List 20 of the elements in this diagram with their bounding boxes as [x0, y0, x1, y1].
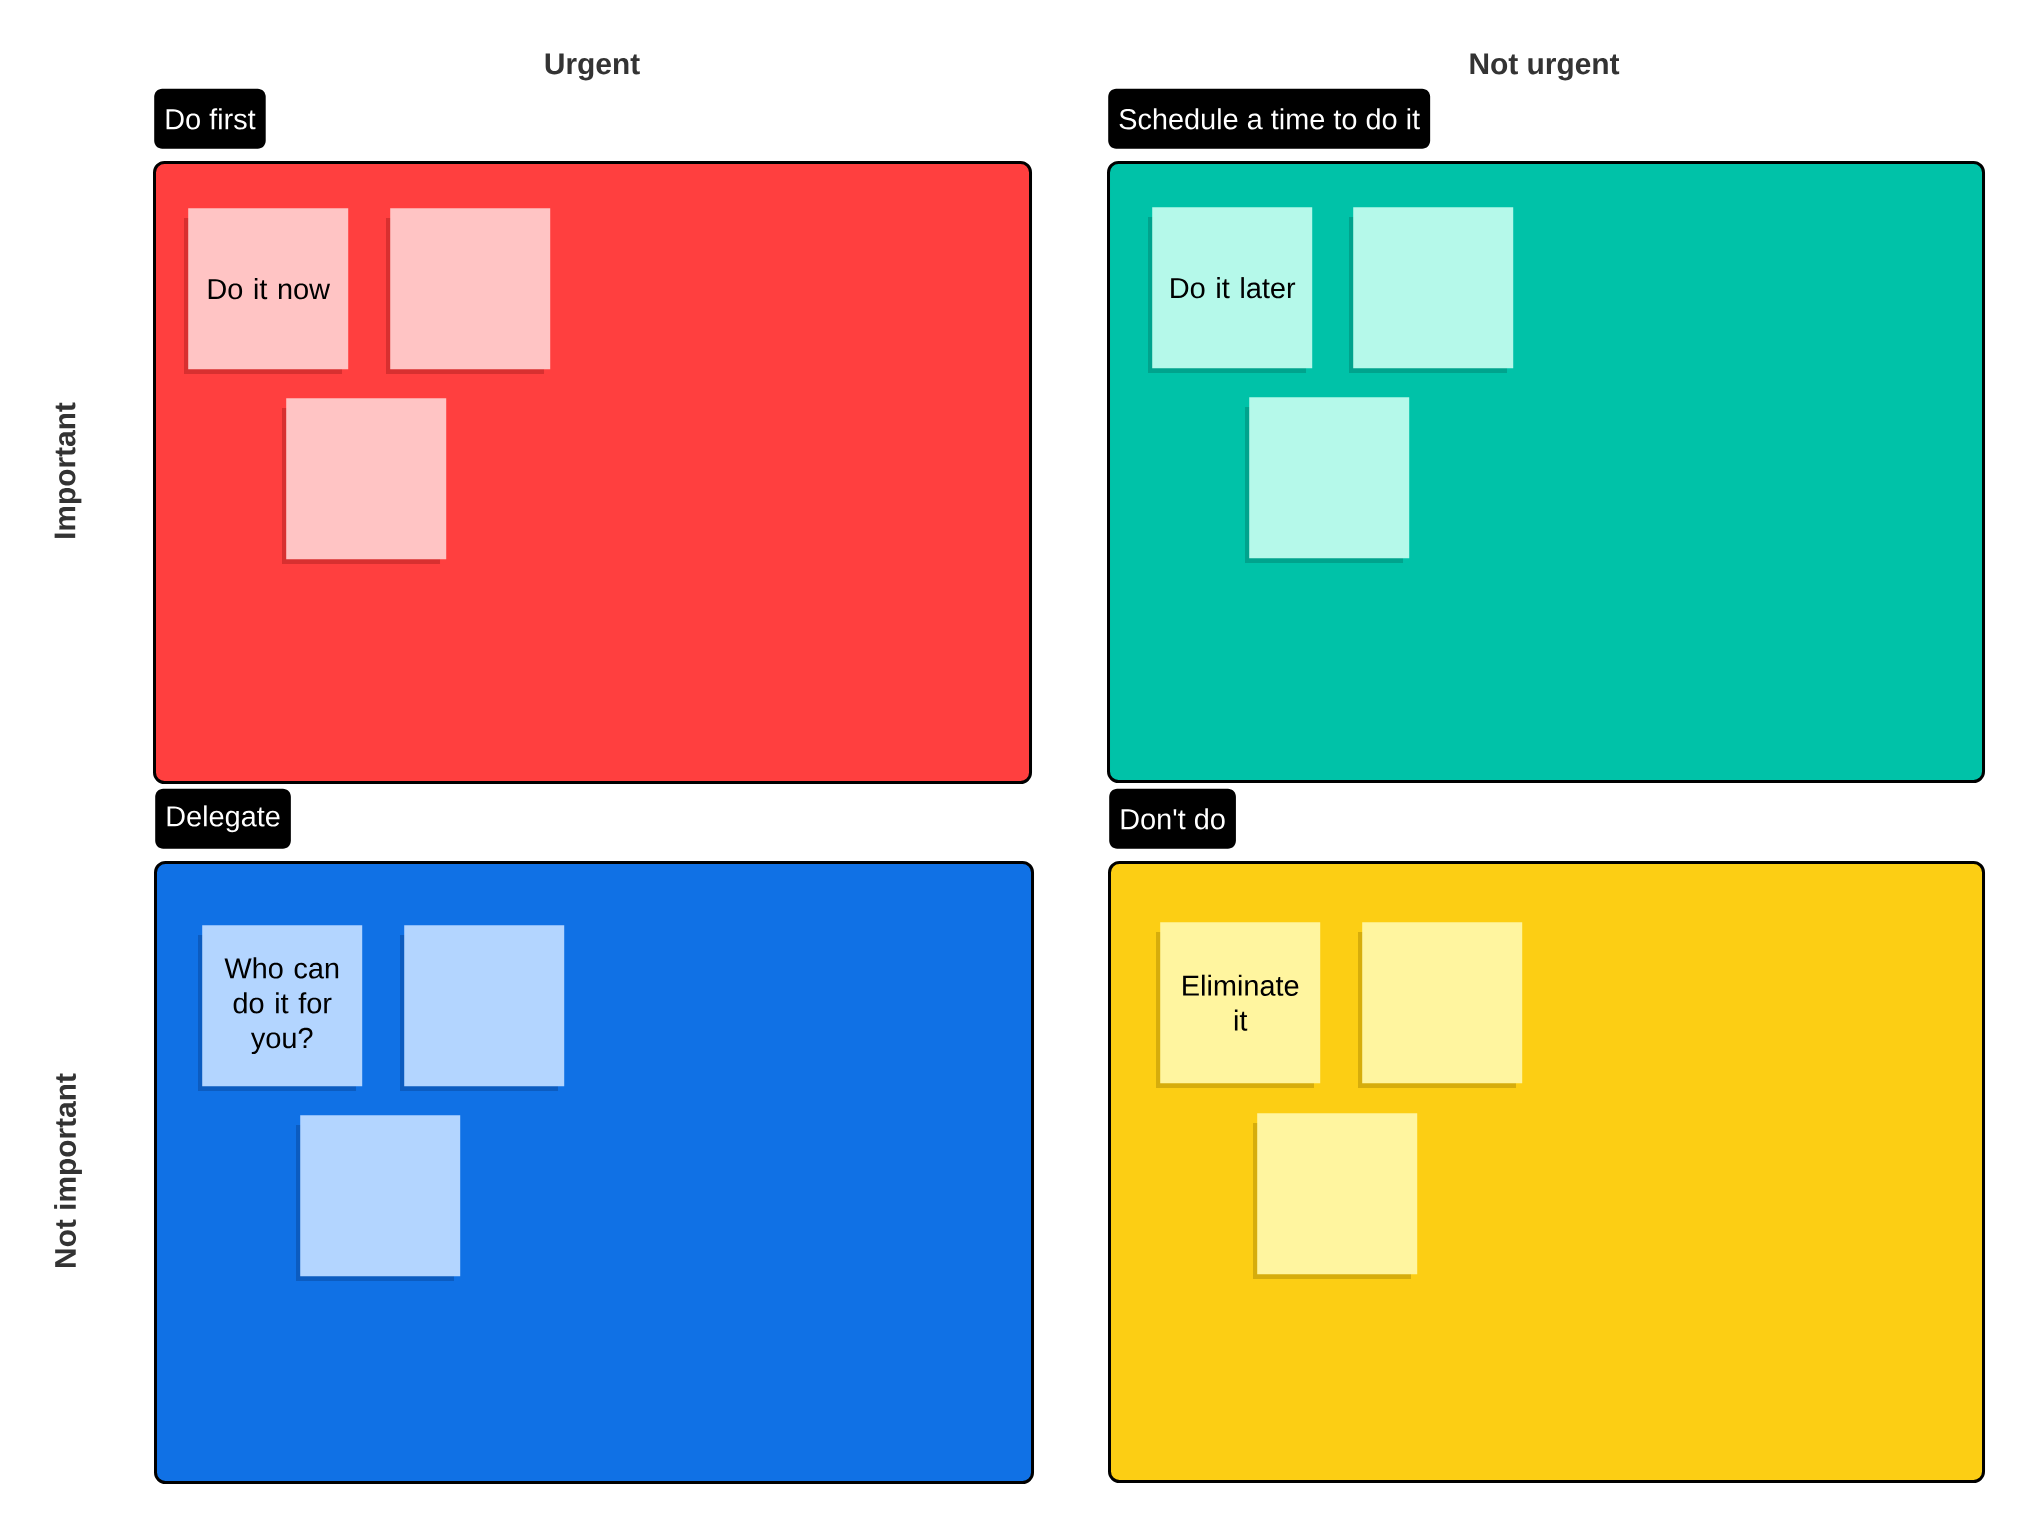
sticky-note — [1349, 207, 1514, 373]
label-badge: Do first — [154, 88, 266, 149]
row-heading: Not important — [54, 1073, 82, 1267]
sticky-note: Who can do it for you? — [198, 925, 363, 1091]
sticky-note: Do it later — [1148, 207, 1313, 373]
label-badge: Schedule a time to do it — [1108, 88, 1431, 149]
label-badge: Don't do — [1109, 788, 1236, 849]
sticky-note: Eliminate it — [1156, 922, 1321, 1088]
label-badge: Delegate — [155, 788, 291, 849]
sticky-note — [296, 1115, 461, 1281]
sticky-note — [1358, 922, 1523, 1088]
sticky-note — [386, 208, 551, 374]
sticky-note — [282, 398, 447, 564]
sticky-note — [1253, 1113, 1418, 1279]
row-heading: Important — [54, 402, 82, 538]
column-heading: Urgent — [545, 53, 640, 81]
sticky-note — [1245, 397, 1410, 563]
sticky-note: Do it now — [184, 208, 349, 374]
column-heading: Not urgent — [1470, 53, 1620, 81]
sticky-note — [400, 925, 565, 1091]
